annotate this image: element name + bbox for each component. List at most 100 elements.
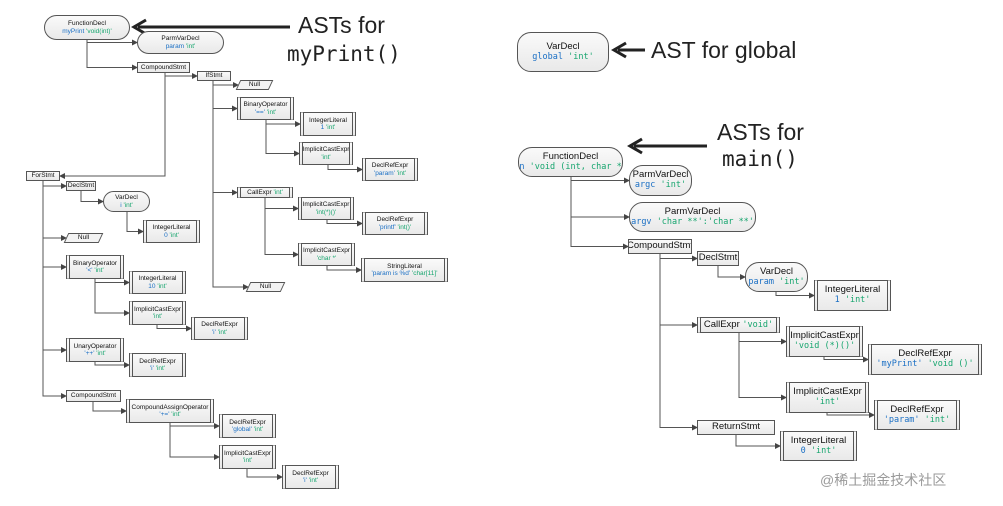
node-attributes: 'global' 'int' <box>232 426 263 433</box>
node-attributes: 'int' <box>321 154 330 161</box>
node-title: IntegerLiteral <box>152 224 191 232</box>
edge-n17-n18 <box>80 191 104 205</box>
callout-main-line2: main() <box>722 147 798 171</box>
node-type: 'int' <box>844 295 871 306</box>
ast-node-callexpr: CallExpr 'int' <box>237 187 293 198</box>
ast-node-unaryoperator: UnaryOperator'++' 'int' <box>66 338 124 362</box>
edge-n1-n2 <box>86 39 138 46</box>
node-attributes: '++' 'int' <box>84 350 105 357</box>
node-title: ForStmt <box>31 172 55 180</box>
node-title: Null <box>248 81 261 89</box>
node-title: CompoundAssignOperator <box>131 403 209 411</box>
node-name: param <box>165 42 185 50</box>
node-attributes: 'myPrint' 'void ()' <box>876 359 973 370</box>
node-title: ReturnStmt <box>711 421 761 433</box>
node-attributes: 0 'int' <box>801 445 837 457</box>
node-type: 'int' <box>152 313 163 320</box>
node-name: '==' <box>254 108 265 116</box>
node-attributes: param 'int' <box>748 277 804 288</box>
node-title: DeclStmt <box>67 182 95 190</box>
node-title: BinaryOperator <box>243 101 288 109</box>
edge-m13-m14 <box>735 435 781 449</box>
node-type: 'void (*)()' <box>793 341 856 352</box>
ast-node-null: Null <box>248 282 283 292</box>
ast-node-compoundassignoperator: CompoundAssignOperator'+=' 'int' <box>126 399 214 423</box>
node-attributes: 10 'int' <box>148 283 166 290</box>
node-attributes: 0 'int' <box>164 232 179 239</box>
edge-n18-n19 <box>126 212 144 235</box>
node-name: 'param' <box>883 414 920 425</box>
ast-node-null: Null <box>66 233 101 243</box>
node-title: IfStmt <box>205 72 223 80</box>
ast-node-implicitcastexpr: ImplicitCastExpr'int' <box>299 142 353 165</box>
ast-node-ifstmt: IfStmt <box>197 71 231 81</box>
ast-node-implicitcastexpr: ImplicitCastExpr'void (*)()' <box>786 326 863 357</box>
edge-n23-n24 <box>156 325 192 332</box>
node-name: '++' <box>84 350 95 357</box>
node-name: myPrint <box>62 27 85 35</box>
node-title: CallExpr <box>703 318 740 330</box>
node-type: 'int' <box>155 365 166 372</box>
node-name: i <box>120 201 122 209</box>
node-attributes: argc 'int' <box>635 180 686 191</box>
ast-node-binaryoperator: BinaryOperator'<' 'int' <box>66 255 124 279</box>
ast-node-callexpr: CallExpr 'void' <box>697 317 780 333</box>
node-attributes: 'int' <box>815 397 841 408</box>
node-name: 'printf' <box>378 223 396 231</box>
edge-n21-n22 <box>94 279 130 286</box>
node-title: IntegerLiteral <box>790 434 847 446</box>
node-attributes: 'int' <box>274 189 283 196</box>
node-title: IntegerLiteral <box>309 116 347 124</box>
ast-node-compoundstmt: CompoundStmt <box>137 62 190 73</box>
node-attributes: 'char *' <box>317 255 336 262</box>
edge-n10-n11 <box>264 198 299 212</box>
edge-n4-n10 <box>212 81 238 196</box>
node-title: FunctionDecl <box>68 20 106 28</box>
node-name: 'i' <box>149 365 154 372</box>
node-type: 'int' <box>253 426 263 433</box>
node-title: DeclRefExpr <box>201 321 238 329</box>
node-attributes: 'param' 'int' <box>374 170 406 177</box>
node-attributes: 'int' <box>243 457 252 464</box>
node-title: DeclRefExpr <box>229 418 266 426</box>
edge-m8-m9 <box>738 333 787 345</box>
node-name: 'global' <box>231 426 252 433</box>
node-type: 'int' <box>94 267 104 274</box>
node-title: ParmVarDecl <box>632 169 689 181</box>
edge-n3-n4 <box>164 73 198 79</box>
node-name: '<' <box>86 267 93 274</box>
node-type: 'int' <box>96 350 106 357</box>
node-type: 'void' <box>742 319 774 330</box>
node-type: 'char *' <box>316 254 337 262</box>
ast-node-returnstmt: ReturnStmt <box>697 420 775 435</box>
node-type: 'int' <box>810 445 837 456</box>
ast-node-implicitcastexpr: ImplicitCastExpr'int' <box>129 301 186 325</box>
node-type: 'int()' <box>397 223 412 231</box>
ast-node-null: Null <box>238 80 271 90</box>
node-name: global <box>532 51 563 62</box>
node-title: VarDecl <box>759 265 794 277</box>
edge-n28-n30 <box>169 423 220 460</box>
edge-m4-m5 <box>659 254 698 262</box>
node-attributes: 1 'int' <box>321 124 336 131</box>
edge-m6-m7 <box>775 292 815 299</box>
node-title: DeclRefExpr <box>292 469 329 477</box>
node-attributes: main 'void (int, char **)' <box>519 162 622 173</box>
node-attributes: 'param is %d' 'char[11]' <box>372 270 438 277</box>
node-attributes: 1 'int' <box>835 295 871 306</box>
edge-n30-n31 <box>246 469 283 480</box>
node-attributes: 'i' 'int' <box>212 329 227 336</box>
node-title: DeclStmt <box>698 252 738 264</box>
node-title: ImplicitCastExpr <box>302 201 350 209</box>
edge-m11-m12 <box>826 412 875 418</box>
edge-n28-n29 <box>169 423 220 429</box>
ast-node-binaryoperator: BinaryOperator'==' 'int' <box>237 97 294 120</box>
node-attributes: '<' 'int' <box>86 267 103 274</box>
